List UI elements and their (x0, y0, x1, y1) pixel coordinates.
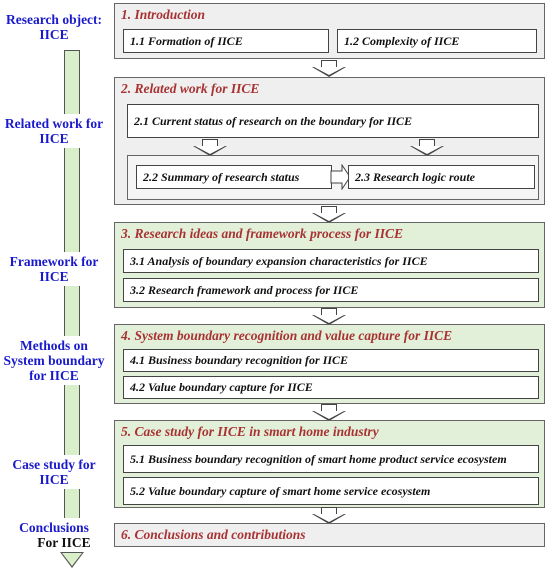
subsection-box: 1.1 Formation of IICE (123, 29, 329, 53)
left-label-research-object: Research object: IICE (0, 10, 108, 44)
subsection-box: 2.2 Summary of research status (136, 165, 332, 189)
section-conclusions: 6. Conclusions and contributions (114, 523, 545, 547)
section-introduction: 1. Introduction 1.1 Formation of IICE 1.… (114, 3, 545, 59)
subsection-frame: 2.2 Summary of research status 2.3 Resea… (127, 155, 539, 200)
left-label-methods: Methods on System boundary for IICE (0, 336, 108, 385)
left-label-conclusions-line1: Conclusions (19, 520, 89, 535)
down-arrow (312, 60, 346, 77)
section-case-study: 5. Case study for IICE in smart home ind… (114, 420, 545, 508)
subsection-box: 5.2 Value boundary capture of smart home… (123, 477, 539, 505)
subsection-box: 3.1 Analysis of boundary expansion chara… (123, 249, 539, 273)
down-arrow (312, 308, 346, 325)
section-title: 2. Related work for IICE (121, 81, 260, 96)
right-arrow-icon (330, 164, 351, 190)
section-methods: 4. System boundary recognition and value… (114, 324, 545, 404)
subsection-box: 4.1 Business boundary recognition for II… (123, 349, 539, 372)
down-arrow (312, 404, 346, 421)
left-label-framework: Framework for IICE (0, 252, 108, 286)
down-arrow (312, 507, 346, 524)
section-title: 6. Conclusions and contributions (121, 527, 306, 542)
subsection-box: 2.3 Research logic route (348, 165, 535, 189)
down-arrow (312, 206, 346, 223)
section-framework: 3. Research ideas and framework process … (114, 222, 545, 308)
section-title: 4. System boundary recognition and value… (121, 328, 453, 343)
section-related-work: 2. Related work for IICE 2.1 Current sta… (114, 77, 545, 205)
left-label-conclusions-line2: For IICE (37, 535, 91, 550)
subsection-box: 4.2 Value boundary capture for IICE (123, 376, 539, 399)
subsection-box: 3.2 Research framework and process for I… (123, 278, 539, 302)
left-label-conclusions: Conclusions For IICE (0, 518, 108, 552)
section-title: 1. Introduction (121, 7, 206, 22)
down-arrow (193, 139, 227, 156)
subsection-box: 1.2 Complexity of IICE (337, 29, 537, 53)
down-arrow (410, 139, 444, 156)
subsection-box: 5.1 Business boundary recognition of sma… (123, 445, 539, 473)
section-title: 5. Case study for IICE in smart home ind… (121, 424, 379, 439)
left-label-case-study: Case study for IICE (0, 455, 108, 489)
left-label-related-work: Related work for IICE (0, 114, 108, 148)
section-title: 3. Research ideas and framework process … (121, 226, 404, 241)
subsection-box: 2.1 Current status of research on the bo… (127, 104, 539, 138)
